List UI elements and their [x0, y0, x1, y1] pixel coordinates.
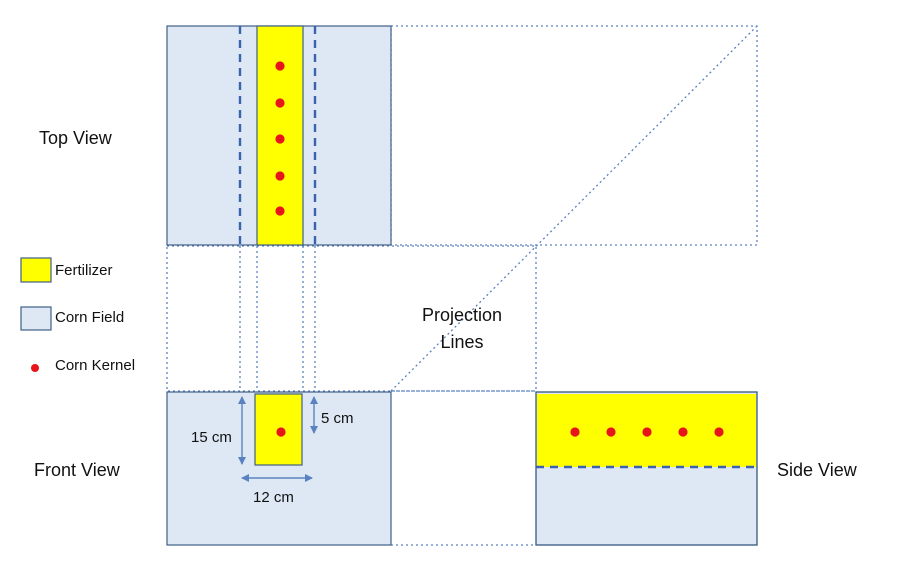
side-view-kernel-4 — [678, 427, 688, 437]
top-view-kernel-5 — [275, 206, 285, 216]
legend-corn-field-swatch — [20, 306, 52, 331]
top-view-label: Top View — [39, 128, 113, 148]
front-view-fertilizer-band — [254, 393, 303, 466]
legend-corn-kernel-dot — [31, 364, 39, 372]
legend-fertilizer-swatch — [20, 257, 52, 283]
side-view-kernel-2 — [606, 427, 616, 437]
top-view-kernel-4 — [275, 171, 285, 181]
side-view-kernel-5 — [714, 427, 724, 437]
top-view — [166, 25, 392, 246]
side-view — [535, 391, 758, 546]
side-view-outline — [535, 391, 758, 546]
side-view-label: Side View — [777, 460, 858, 480]
dimension-width-label: 12 cm — [253, 489, 294, 506]
projection-outer-box — [390, 25, 758, 246]
legend-corn-field-label: Corn Field — [55, 309, 124, 326]
legend: Fertilizer Corn Field Corn Kernel — [20, 257, 135, 374]
side-view-kernel-3 — [642, 427, 652, 437]
dimension-depth-label: 5 cm — [321, 410, 354, 427]
top-view-kernel-2 — [275, 98, 285, 108]
projection-lines-label-1: Projection — [422, 305, 502, 325]
projection-lines-label-2: Lines — [440, 332, 483, 352]
front-view: 15 cm 5 cm 12 cm — [166, 391, 392, 546]
projection-middle-box — [166, 245, 537, 392]
front-view-kernel — [276, 427, 286, 437]
front-view-label: Front View — [34, 460, 121, 480]
projection-diagonal — [390, 25, 758, 392]
side-view-kernel-1 — [570, 427, 580, 437]
top-view-kernel-3 — [275, 134, 285, 144]
legend-fertilizer-label: Fertilizer — [55, 262, 113, 279]
dimension-height-label: 15 cm — [191, 429, 232, 446]
top-view-kernel-1 — [275, 61, 285, 71]
legend-corn-kernel-label: Corn Kernel — [55, 357, 135, 374]
